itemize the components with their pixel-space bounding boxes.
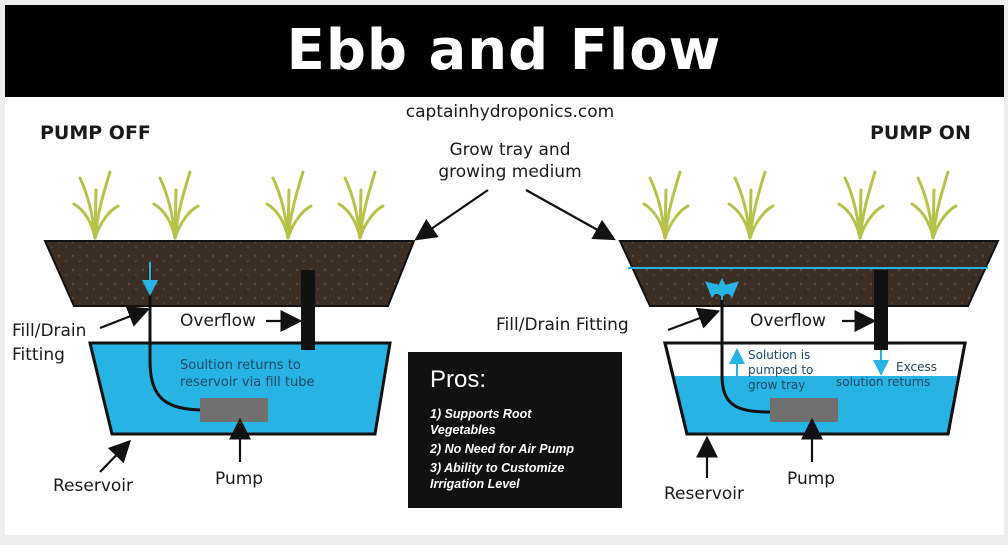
source-url: captainhydroponics.com	[405, 102, 615, 122]
right-pump-label: Pump	[787, 469, 836, 489]
arrow-icon	[667, 307, 721, 332]
left-overflow-label: Overflow	[180, 311, 256, 331]
pros-title: Pros:	[430, 366, 487, 393]
arrow-icon	[99, 306, 151, 330]
diagram-title: Ebb and Flow	[286, 18, 722, 83]
right-pumped-note-line1: Solution is	[748, 348, 811, 362]
plant-icon	[642, 170, 690, 240]
left-heading: PUMP OFF	[40, 122, 151, 144]
pros-item: 2) No Need for Air Pump	[430, 442, 574, 456]
grow-tray-label-line1: Grow tray and	[449, 140, 571, 160]
right-fill-tube	[720, 294, 771, 414]
pros-item: Irrigation Level	[430, 477, 520, 491]
plant-icon	[727, 170, 775, 240]
right-pumped-note-line2: pumped to	[748, 363, 814, 377]
left-overflow-pipe	[301, 270, 315, 350]
arrow-icon	[525, 189, 616, 241]
arrow-icon	[99, 439, 132, 473]
right-excess-note-line1: Excess	[896, 360, 937, 374]
plant-icon	[910, 170, 958, 240]
pros-box: Pros: 1) Supports Root Vegetables 2) No …	[408, 352, 622, 508]
right-excess-note-line2: solution returns	[836, 375, 931, 389]
right-heading: PUMP ON	[870, 122, 971, 144]
left-pump-label: Pump	[215, 469, 264, 489]
right-fill-drain-label: Fill/Drain Fitting	[496, 315, 629, 335]
left-fill-tube	[148, 268, 206, 412]
left-reservoir-label: Reservoir	[53, 476, 133, 496]
grow-tray-label-line2: growing medium	[438, 162, 582, 182]
plant-icon	[337, 170, 385, 240]
right-overflow-label: Overflow	[750, 311, 826, 331]
pros-item: 1) Supports Root	[430, 407, 532, 421]
left-plants	[72, 170, 385, 240]
right-pump	[770, 398, 838, 422]
plant-icon	[152, 170, 200, 240]
right-pumped-note-line3: grow tray	[748, 378, 806, 392]
up-flow-arrows-icon	[704, 278, 740, 300]
right-plants	[642, 170, 958, 240]
plant-icon	[72, 170, 120, 240]
pros-item: 3) Ability to Customize	[430, 461, 565, 475]
left-reservoir-note-line1: Soultion returns to	[180, 358, 301, 373]
left-reservoir-note-line2: reservoir via fill tube	[180, 375, 315, 390]
right-grow-tray	[618, 240, 1000, 307]
plant-icon	[265, 170, 313, 240]
left-fill-drain-label-line1: Fill/Drain	[12, 321, 87, 341]
plant-icon	[837, 170, 885, 240]
right-overflow-pipe	[874, 270, 888, 350]
arrow-icon	[414, 189, 489, 241]
right-reservoir	[663, 341, 967, 436]
left-grow-tray	[43, 240, 416, 307]
left-fill-drain-label-line2: Fitting	[12, 345, 65, 365]
title-bar	[5, 5, 1004, 97]
left-reservoir	[88, 341, 392, 436]
right-reservoir-label: Reservoir	[664, 484, 744, 504]
left-pump	[200, 398, 268, 422]
pros-item: Vegetables	[430, 423, 496, 437]
